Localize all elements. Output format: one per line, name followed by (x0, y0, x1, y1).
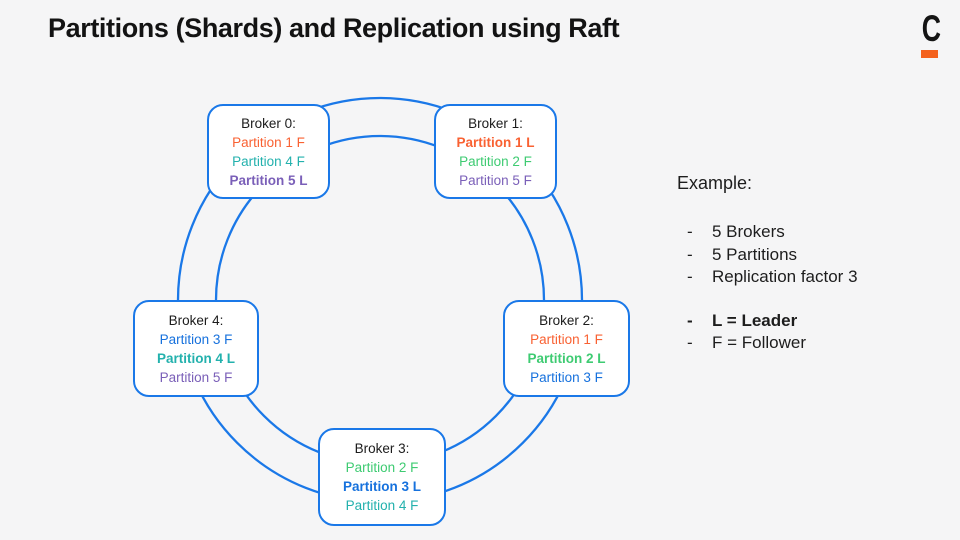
partition-label: Partition 3 F (530, 369, 603, 385)
example-item: -Replication factor 3 (687, 266, 858, 289)
partition-label: Partition 4 L (156, 350, 235, 366)
example-item-text: Replication factor 3 (712, 267, 858, 287)
example-spacer (687, 289, 858, 310)
partition-list: Partition 3 F Partition 4 L Partition 5 F (135, 330, 257, 387)
example-item: -5 Brokers (687, 221, 858, 244)
broker-title: Broker 0: (241, 115, 296, 131)
broker-title: Broker 4: (168, 312, 224, 328)
example-item-text: 5 Partitions (712, 244, 798, 264)
partition-label: Partition 2 F (459, 153, 532, 169)
partition-label: Partition 5 F (459, 172, 532, 188)
bullet-dash: - (687, 222, 693, 242)
partition-list: Partition 2 F Partition 3 L Partition 4 F (320, 458, 444, 515)
example-item: -L = Leader (687, 310, 858, 333)
partition-label: Partition 1 F (530, 331, 603, 347)
partition-list: Partition 1 F Partition 2 L Partition 3 F (505, 330, 628, 387)
bullet-dash: - (687, 244, 693, 264)
example-item-text: L = Leader (712, 310, 798, 330)
example-heading: Example: (677, 173, 753, 193)
broker-title: Broker 3: (354, 441, 410, 456)
partition-label: Partition 2 L (527, 350, 606, 366)
example-item-text: 5 Brokers (712, 222, 785, 242)
partition-label: Partition 2 F (345, 460, 419, 475)
partition-label: Partition 3 F (159, 331, 233, 347)
partition-label: Partition 1 L (456, 134, 535, 150)
page-title: Partitions (Shards) and Replication usin… (48, 13, 620, 43)
partition-label: Partition 5 F (159, 369, 233, 385)
partition-label: Partition 1 F (232, 134, 305, 150)
example-item-text: F = Follower (712, 333, 806, 353)
logo: C (919, 10, 941, 58)
partition-list: Partition 1 F Partition 4 F Partition 5 L (209, 133, 328, 190)
partition-label: Partition 4 F (345, 498, 419, 513)
partition-label: Partition 5 L (229, 172, 308, 188)
example-panel: Example: -5 Brokers-5 Partitions-Replica… (677, 172, 858, 355)
logo-underline (920, 50, 938, 58)
bullet-dash: - (687, 333, 693, 353)
partition-label: Partition 4 F (232, 153, 305, 169)
broker-title: Broker 1: (468, 115, 523, 131)
bullet-dash: - (687, 267, 693, 287)
bullet-dash: - (687, 310, 693, 330)
partition-list: Partition 1 L Partition 2 F Partition 5 F (436, 133, 555, 190)
example-list: -5 Brokers-5 Partitions-Replication fact… (677, 221, 858, 355)
example-item: -5 Partitions (687, 244, 858, 267)
example-item: -F = Follower (687, 332, 858, 355)
broker-title: Broker 2: (539, 312, 594, 328)
partition-label: Partition 3 L (342, 479, 421, 494)
